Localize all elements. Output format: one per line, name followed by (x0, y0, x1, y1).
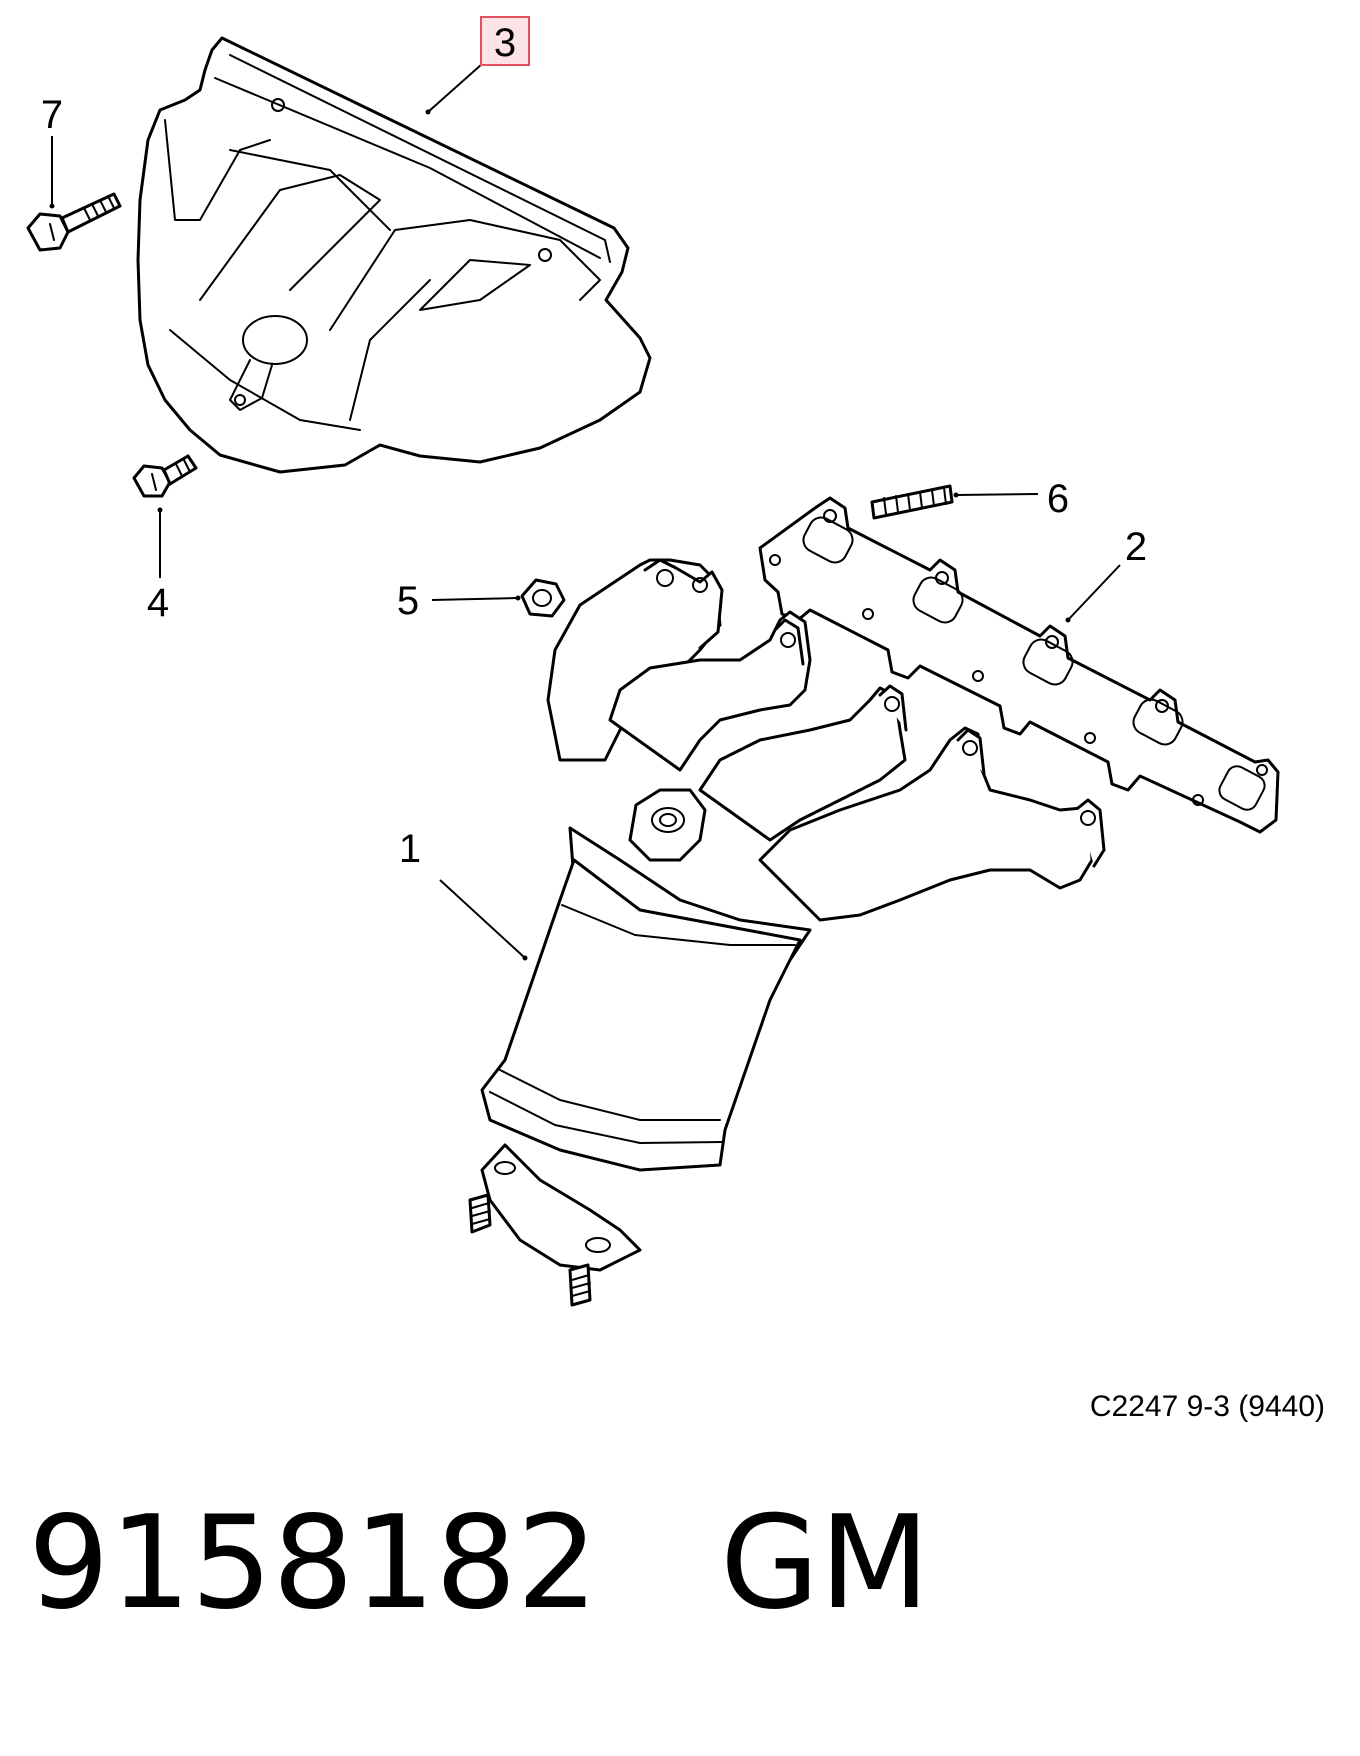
callout-6[interactable]: 6 (1047, 477, 1069, 521)
bolt-part-4 (132, 454, 198, 498)
stud-part-6 (870, 484, 954, 520)
callout-3[interactable]: 3 (494, 21, 516, 65)
part-number-label: 9158182 GM (28, 1489, 930, 1638)
callout-2[interactable]: 2 (1125, 525, 1147, 569)
highlight-box-3 (480, 16, 530, 66)
manifold-catalyst-part-1 (468, 558, 1106, 1307)
nut-part-5 (520, 578, 566, 618)
heat-shield-part-3 (136, 36, 652, 474)
leader-lines (49, 63, 1121, 961)
callout-5[interactable]: 5 (397, 579, 419, 623)
callout-4[interactable]: 4 (147, 581, 169, 625)
gasket-part-2 (758, 496, 1280, 834)
callout-1[interactable]: 1 (399, 827, 421, 871)
bolt-part-7 (26, 192, 122, 252)
callout-7[interactable]: 7 (41, 93, 63, 137)
diagram-reference: C2247 9-3 (9440) (1090, 1390, 1325, 1423)
